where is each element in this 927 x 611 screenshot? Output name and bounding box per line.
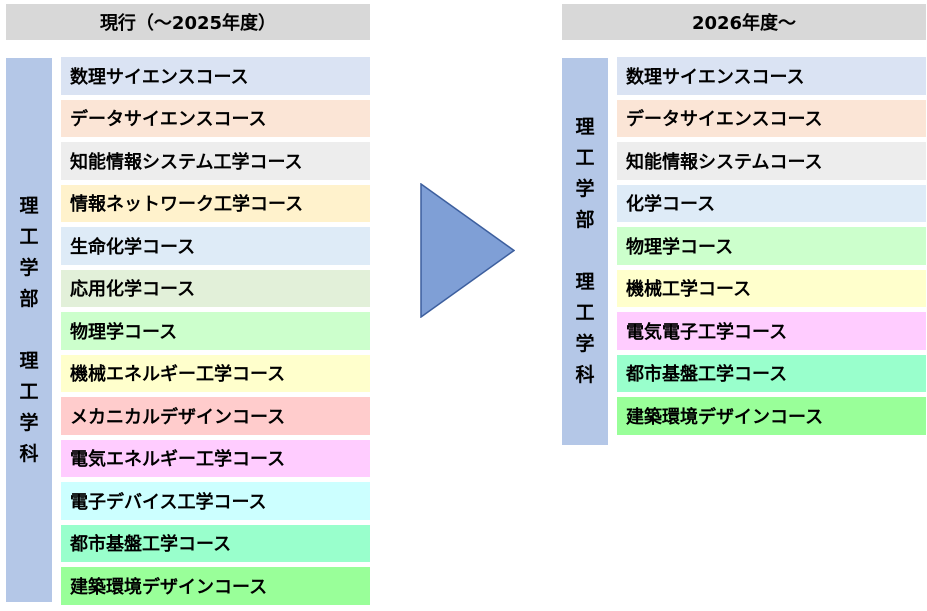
new-faculty-char: 部 <box>575 209 595 231</box>
new-course-item: 機械工学コース <box>617 269 926 307</box>
new-faculty-char: 学 <box>575 178 595 200</box>
current-course-item: 知能情報システム工学コース <box>61 142 370 180</box>
current-department-char: 工 <box>19 380 39 403</box>
new-course-item: 物理学コース <box>617 227 926 265</box>
current-course-item: 建築環境デザインコース <box>61 567 370 605</box>
current-department-char: 科 <box>19 442 39 465</box>
current-course-item: 数理サイエンスコース <box>61 57 370 95</box>
current-faculty-char: 工 <box>19 225 39 248</box>
new-course-item: 都市基盤工学コース <box>617 354 926 392</box>
current-department-char: 理 <box>19 349 39 372</box>
new-department-char: 工 <box>575 302 595 324</box>
current-course-item: 機械エネルギー工学コース <box>61 354 370 392</box>
current-faculty-char: 理 <box>19 194 39 217</box>
current-course-item: 電気エネルギー工学コース <box>61 439 370 477</box>
new-course-item: 電気電子工学コース <box>617 312 926 350</box>
current-course-item: 応用化学コース <box>61 269 370 307</box>
new-course-item: データサイエンスコース <box>617 99 926 137</box>
current-course-item: データサイエンスコース <box>61 99 370 137</box>
new-faculty-text: 理 工 学 部 理 工 学 科 <box>575 112 594 391</box>
current-course-item: 生命化学コース <box>61 227 370 265</box>
current-faculty-text: 理 工 学 部 理 工 学 科 <box>19 191 38 470</box>
new-course-item: 数理サイエンスコース <box>617 57 926 95</box>
current-faculty-char: 部 <box>19 287 39 310</box>
current-course-item: 情報ネットワーク工学コース <box>61 184 370 222</box>
new-department-char: 科 <box>575 364 595 386</box>
current-course-item: 都市基盤工学コース <box>61 524 370 562</box>
new-course-item: 化学コース <box>617 184 926 222</box>
current-department-char: 学 <box>19 411 39 434</box>
new-faculty-char: 工 <box>575 147 595 169</box>
new-department-char: 理 <box>575 271 595 293</box>
new-course-list: 数理サイエンスコースデータサイエンスコース知能情報システムコース化学コース物理学… <box>617 57 926 435</box>
transition-arrow-icon <box>420 183 515 318</box>
new-department-char: 学 <box>575 333 595 355</box>
new-header: 2026年度～ <box>562 4 926 40</box>
new-course-item: 知能情報システムコース <box>617 142 926 180</box>
current-course-list: 数理サイエンスコースデータサイエンスコース知能情報システム工学コース情報ネットワ… <box>61 57 370 605</box>
current-faculty-label: 理 工 学 部 理 工 学 科 <box>6 58 52 602</box>
current-course-item: 電子デバイス工学コース <box>61 482 370 520</box>
new-faculty-label: 理 工 学 部 理 工 学 科 <box>562 58 608 445</box>
current-faculty-char: 学 <box>19 256 39 279</box>
current-header: 現行（～2025年度） <box>6 4 370 40</box>
current-course-item: 物理学コース <box>61 312 370 350</box>
current-course-item: メカニカルデザインコース <box>61 397 370 435</box>
new-faculty-char: 理 <box>575 116 595 138</box>
new-course-item: 建築環境デザインコース <box>617 397 926 435</box>
